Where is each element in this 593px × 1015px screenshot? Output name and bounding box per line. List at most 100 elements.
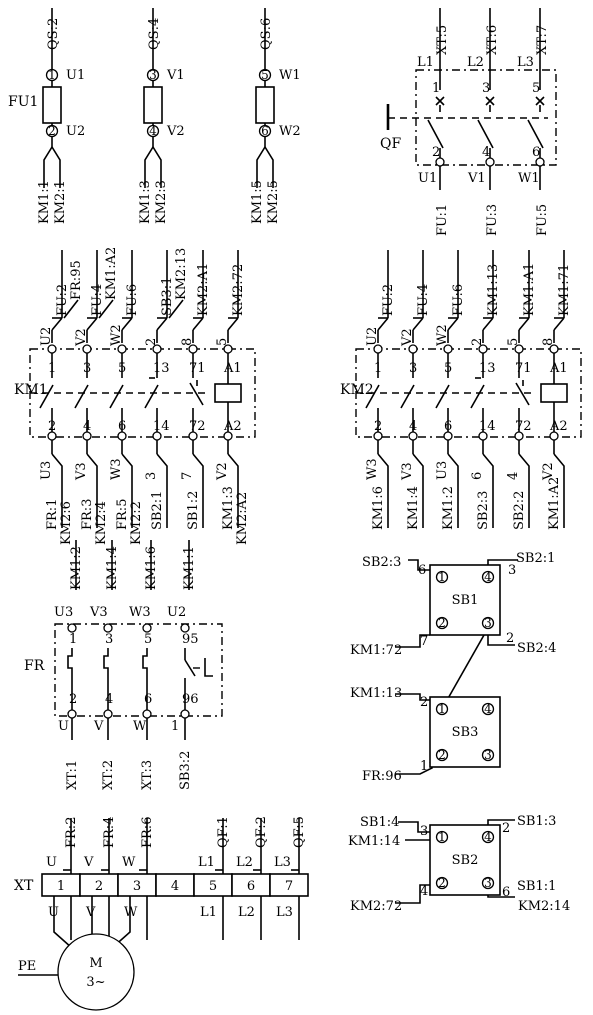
km2-top-id: 5 <box>506 338 521 346</box>
km1-bottom-label: KM2:4 <box>94 501 109 545</box>
wire-bend <box>192 453 204 528</box>
fuse-body <box>255 86 275 124</box>
sb3-name: SB3 <box>452 725 479 740</box>
km1-terminal-top <box>117 344 127 354</box>
km2-terminal-top <box>408 344 418 354</box>
fr-terminal-number: 4 <box>105 692 113 707</box>
km2-contact <box>435 384 450 409</box>
km1-top-label: FU:4 <box>90 284 105 316</box>
sb2-wire-label: SB1:3 <box>517 814 556 829</box>
fr-bottom-id: 1 <box>171 719 179 734</box>
wire-bend <box>482 317 494 331</box>
sb2-wire-label: SB1:1 <box>517 879 556 894</box>
km2-top-label: KM1:A1 <box>522 263 537 316</box>
wire <box>395 884 430 904</box>
fuse-top-label: QS:6 <box>259 18 274 50</box>
xt-top-label: QF:5 <box>292 816 307 848</box>
km1-terminal-number: 1 <box>48 361 56 376</box>
fuse-name: FU1 <box>8 94 38 110</box>
qf-out-label: V1 <box>467 171 486 186</box>
qf-terminal-number: 5 <box>532 81 540 96</box>
qf-terminal-number: 2 <box>432 145 440 160</box>
sb3-wire-label: FR:96 <box>362 769 402 784</box>
fr-bottom-label: XT:3 <box>140 760 155 790</box>
qf-frame <box>415 69 557 166</box>
km1-bottom-label: KM2:A2 <box>235 492 250 545</box>
terminal-number: 3 <box>484 876 492 890</box>
xt-cell-number: 1 <box>57 879 65 894</box>
wire-bend <box>377 453 389 528</box>
motor-type: 3~ <box>86 975 105 990</box>
km1-bottom-id: V2 <box>215 462 230 481</box>
qf-blade <box>477 119 494 149</box>
wire-bend <box>412 453 424 528</box>
wire <box>398 821 430 833</box>
sb-link-wire <box>441 627 489 710</box>
wire-branch <box>152 146 162 188</box>
qf-name: QF <box>380 136 401 152</box>
sb1-name: SB1 <box>452 593 479 608</box>
km2-terminal-number: 13 <box>479 361 496 376</box>
fuse-terminal-bottom <box>45 124 59 138</box>
terminal-number: 4 <box>484 702 492 716</box>
km1-contact <box>74 384 89 409</box>
sb1-wire-label: SB2:3 <box>362 555 401 570</box>
fr-terminal-number: 2 <box>69 692 77 707</box>
xt-top-letter: L1 <box>198 855 215 870</box>
terminal-number: 1 <box>438 570 446 584</box>
wire <box>395 634 430 648</box>
fuse-out-label: W2 <box>279 124 301 139</box>
km2-top-label: FU:2 <box>381 284 396 316</box>
xt-top-label: FR:4 <box>102 817 117 848</box>
km2-terminal-number: 2 <box>374 419 382 434</box>
km1-terminal-bottom <box>223 431 233 441</box>
fr-top-label: KM1:2 <box>69 546 84 590</box>
fuse-bottom-label: KM1:5 <box>250 180 265 224</box>
km1-top-label: FU:6 <box>125 284 140 316</box>
qf-blade <box>427 119 444 149</box>
fr-top-id: W3 <box>129 605 151 620</box>
km2-terminal-top <box>443 344 453 354</box>
qf-bottom-label: FU:1 <box>435 204 450 236</box>
sb1-wire-label: SB2:4 <box>517 641 556 656</box>
km1-top-label: KM2:72 <box>231 264 246 316</box>
terminal-number: 1 <box>438 702 446 716</box>
sb2-wire-number: 3 <box>420 824 428 839</box>
qf-contact-cross <box>435 96 445 106</box>
sb3-wire-number: 2 <box>420 695 428 710</box>
motor-body <box>57 933 135 1011</box>
km1-bottom-label: FR:1 <box>45 499 60 530</box>
xt-bottom-letter: L2 <box>238 905 255 920</box>
fuse-terminal-top <box>146 68 160 82</box>
sb2-terminal <box>481 876 495 890</box>
km2-top-id: V2 <box>400 328 415 347</box>
km2-terminal-bottom <box>514 431 524 441</box>
km2-terminal-bottom <box>549 431 559 441</box>
sb1-wire-number: 3 <box>508 563 516 578</box>
km1-top-label: SB3:1 <box>160 277 175 316</box>
sb3-wire-label: KM1:13 <box>350 686 402 701</box>
km1-top-label: KM2:A1 <box>196 263 211 316</box>
km2-bottom-id: 6 <box>470 472 485 480</box>
km1-terminal-number: 6 <box>118 419 126 434</box>
wire-bend <box>121 453 133 528</box>
km1-contact <box>39 384 54 409</box>
km1-top-id: V2 <box>74 328 89 347</box>
fr-bottom-id: W <box>133 719 147 734</box>
fuse-out-label: V2 <box>166 124 185 139</box>
fr-bottom-id: V <box>93 719 104 734</box>
fr-terminal <box>103 623 113 633</box>
km2-bottom-label: KM1:A2 <box>547 477 562 530</box>
wire-bend <box>227 317 239 331</box>
xt-top-label: QF:1 <box>216 816 231 848</box>
sb2-wire-number: 2 <box>502 821 510 836</box>
km2-top-label: KM1:71 <box>557 264 572 316</box>
km2-bottom-id: V3 <box>400 462 415 481</box>
km2-terminal-number: 6 <box>444 419 452 434</box>
wire <box>98 299 114 319</box>
qf-terminal-number: 1 <box>432 81 440 96</box>
qf-top-label: XT:5 <box>435 25 450 55</box>
qf-out-label: U1 <box>418 171 437 186</box>
sb1-wire-number: 6 <box>418 563 426 578</box>
fr-terminal <box>180 709 190 719</box>
